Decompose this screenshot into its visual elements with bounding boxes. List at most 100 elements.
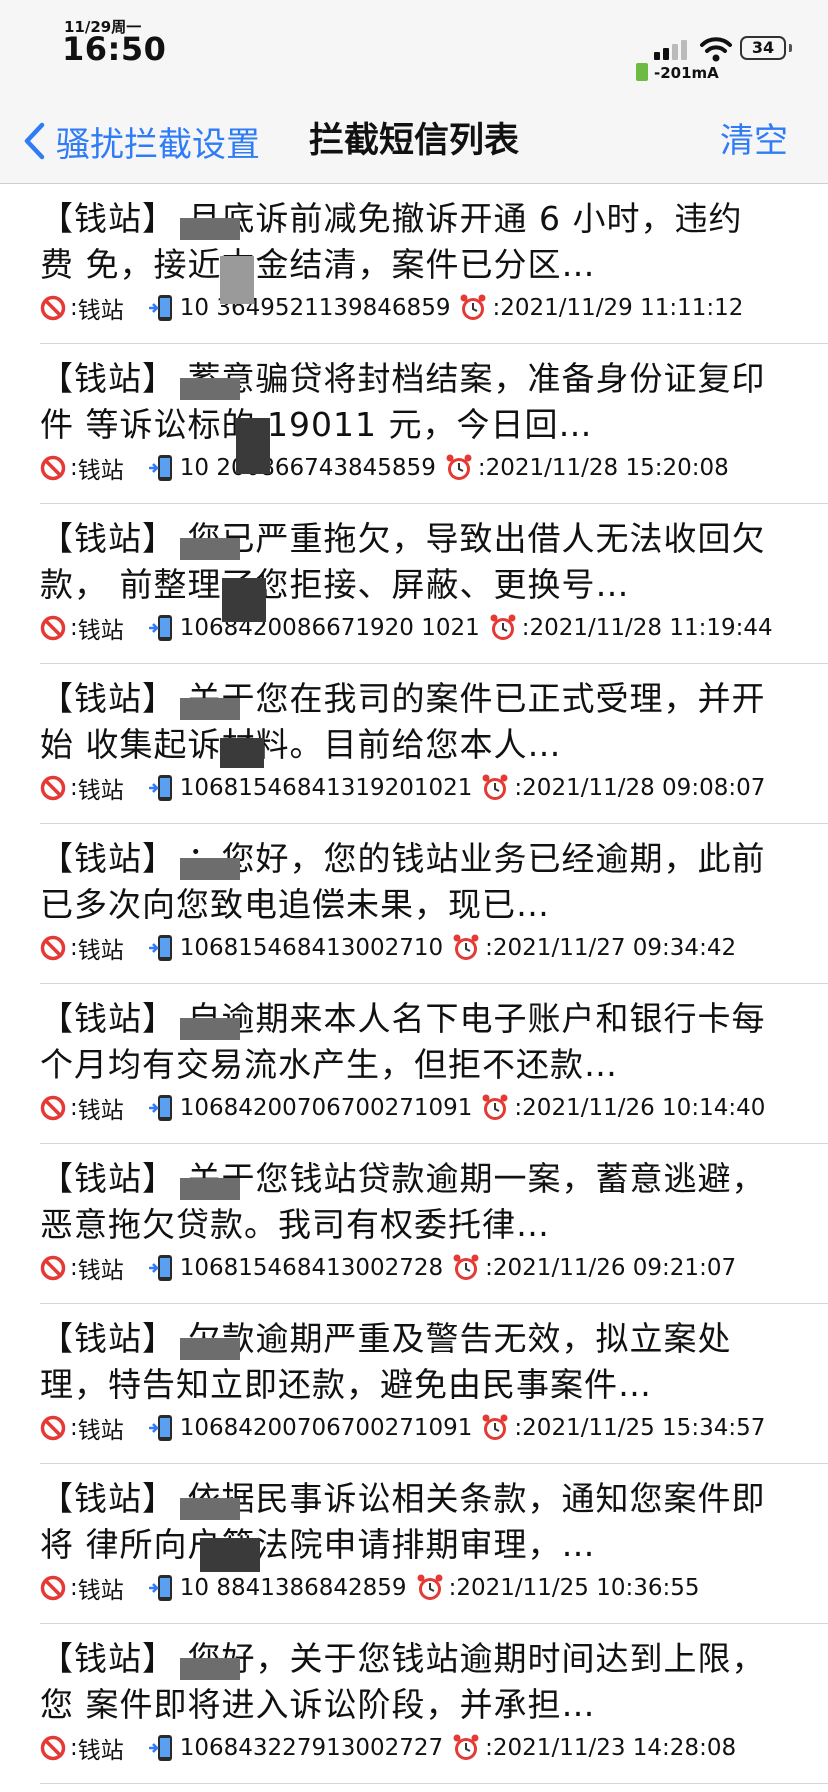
phone-icon — [148, 1095, 172, 1121]
battery-icon: 34 — [740, 36, 786, 60]
time-label: : — [492, 295, 501, 321]
status-bar: 11/29周一 16:50 34 -201mA — [0, 0, 828, 100]
sender-number: 10681546841319201021 — [179, 775, 473, 801]
list-item[interactable]: 【钱站】 关于您在我司的案件已正式受理，并开始 收集起诉材料。目前给您本人… :… — [40, 664, 828, 824]
list-item[interactable]: 【钱站】 您已严重拖欠，导致出借人无法收回欠款， 前整理了您拒接、屏蔽、更换号…… — [40, 504, 828, 664]
sender-name: 钱站 — [77, 778, 124, 804]
charging-icon — [636, 63, 648, 81]
phone-icon — [148, 1575, 172, 1601]
message-meta: : 钱站 10684200706700271091 : 2021/11/25 1… — [40, 1410, 765, 1446]
block-icon — [40, 1255, 66, 1281]
sender-label: : — [70, 935, 78, 961]
message-list: 【钱站】 月底诉前减免撤诉开通 6 小时，违约费 免，接近本金结清，案件已分区…… — [0, 184, 828, 1784]
alarm-clock-icon — [490, 614, 516, 640]
list-item[interactable]: 【钱站】 蓄意骗贷将封档结案，准备身份证复印件 等诉讼标的 19011 元，今日… — [40, 344, 828, 504]
phone-icon — [148, 1735, 172, 1761]
sender-number: 10684200706700271091 — [179, 1095, 473, 1121]
time-label: : — [448, 1575, 457, 1601]
message-meta: : 钱站 106815468413002710 : 2021/11/27 09:… — [40, 930, 736, 966]
message-text: 【钱站】 蓄意骗贷将封档结案，准备身份证复印件 等诉讼标的 19011 元，今日… — [40, 359, 766, 444]
time-label: : — [514, 775, 523, 801]
sender-name: 钱站 — [77, 1258, 124, 1284]
sender-label: : — [70, 1095, 78, 1121]
message-text: 【钱站】 关于您钱站贷款逾期一案，蓄意逃避， 恶意拖欠贷款。我司有权委托律… — [40, 1159, 766, 1244]
sender-name: 钱站 — [77, 458, 124, 484]
message-text: 【钱站】 欠款逾期严重及警告无效，拟立案处理，特告知立即还款，避免由民事案件… — [40, 1319, 732, 1404]
back-label: 骚扰拦截设置 — [56, 124, 260, 165]
message-meta: : 钱站 10 200866743845859 : 2021/11/28 15:… — [40, 450, 729, 486]
message-time: 2021/11/26 09:21:07 — [492, 1255, 737, 1281]
message-meta: : 钱站 106815468413002728 : 2021/11/26 09:… — [40, 1250, 736, 1286]
sender-number: 106815468413002728 — [179, 1255, 444, 1281]
phone-icon — [148, 615, 172, 641]
back-button[interactable]: 骚扰拦截设置 — [22, 116, 260, 166]
sender-name: 钱站 — [77, 938, 124, 964]
message-time: 2021/11/28 09:08:07 — [522, 775, 766, 801]
block-icon — [40, 615, 66, 641]
sender-label: : — [70, 1415, 78, 1441]
list-item[interactable]: 【钱站】 依据民事诉讼相关条款，通知您案件即将 律所向户籍法院申请排期审理，… … — [40, 1464, 828, 1624]
sender-name: 钱站 — [77, 1738, 124, 1764]
phone-icon — [148, 1255, 172, 1281]
time-label: : — [521, 615, 530, 641]
message-text: 【钱站】 月底诉前减免撤诉开通 6 小时，违约费 免，接近本金结清，案件已分区… — [40, 199, 743, 284]
alarm-clock-icon — [446, 454, 472, 480]
block-icon — [40, 295, 66, 321]
alarm-clock-icon — [453, 1254, 479, 1280]
sender-name: 钱站 — [77, 1578, 124, 1604]
clear-button[interactable]: 清空 — [720, 121, 788, 161]
list-item[interactable]: 【钱站】 自逾期来本人名下电子账户和银行卡每个月均有交易流水产生，但拒不还款… … — [40, 984, 828, 1144]
phone-icon — [148, 775, 172, 801]
message-meta: : 钱站 106843227913002727 : 2021/11/23 14:… — [40, 1730, 736, 1766]
alarm-clock-icon — [453, 934, 479, 960]
nav-bar: 骚扰拦截设置 拦截短信列表 清空 — [0, 100, 828, 184]
battery-tip — [789, 44, 792, 52]
message-text: 【钱站】 您已严重拖欠，导致出借人无法收回欠款， 前整理了您拒接、屏蔽、更换号… — [40, 519, 766, 604]
status-date: 11/29周一 — [64, 18, 142, 36]
phone-icon — [148, 455, 172, 481]
message-time: 2021/11/27 09:34:42 — [492, 935, 737, 961]
alarm-clock-icon — [460, 294, 486, 320]
sender-label: : — [70, 455, 78, 481]
time-label: : — [485, 1255, 493, 1281]
sender-number: 106815468413002710 — [179, 935, 444, 961]
time-label: : — [514, 1095, 523, 1121]
list-item[interactable]: 【钱站】 您好，关于您钱站逾期时间达到上限，您 案件即将进入诉讼阶段，并承担… … — [40, 1624, 828, 1784]
signal-icon — [654, 38, 690, 60]
sender-label: : — [70, 295, 78, 321]
sender-name: 钱站 — [77, 298, 124, 324]
list-item[interactable]: 【钱站】 关于您钱站贷款逾期一案，蓄意逃避， 恶意拖欠贷款。我司有权委托律… :… — [40, 1144, 828, 1304]
list-item[interactable]: 【钱站】 欠款逾期严重及警告无效，拟立案处理，特告知立即还款，避免由民事案件… … — [40, 1304, 828, 1464]
sender-name: 钱站 — [77, 1418, 124, 1444]
wifi-icon — [700, 37, 732, 62]
message-text: 【钱站】 自逾期来本人名下电子账户和银行卡每个月均有交易流水产生，但拒不还款… — [40, 999, 766, 1084]
message-meta: : 钱站 10 8841386842859 : 2021/11/25 10:36… — [40, 1570, 700, 1606]
phone-icon — [148, 935, 172, 961]
block-icon — [40, 935, 66, 961]
phone-icon — [148, 1415, 172, 1441]
sender-label: : — [70, 1255, 78, 1281]
sender-number: 10 8841386842859 — [179, 1575, 407, 1601]
sender-label: : — [70, 615, 78, 641]
status-current: -201mA — [654, 64, 719, 82]
message-text: 【钱站】 您好，关于您钱站逾期时间达到上限，您 案件即将进入诉讼阶段，并承担… — [40, 1639, 766, 1724]
status-time: 16:50 — [62, 30, 167, 68]
alarm-clock-icon — [482, 774, 508, 800]
time-label: : — [514, 1415, 523, 1441]
message-text: 【钱站】 依据民事诉讼相关条款，通知您案件即将 律所向户籍法院申请排期审理，… — [40, 1479, 766, 1564]
message-meta: : 钱站 10681546841319201021 : 2021/11/28 0… — [40, 770, 765, 806]
alarm-clock-icon — [482, 1414, 508, 1440]
sender-number: 10684200706700271091 — [179, 1415, 473, 1441]
list-item[interactable]: 【钱站】 月底诉前减免撤诉开通 6 小时，违约费 免，接近本金结清，案件已分区…… — [40, 184, 828, 344]
sender-number: 106843227913002727 — [179, 1735, 444, 1761]
list-item[interactable]: 【钱站】 ：您好，您的钱站业务已经逾期，此前 已多次向您致电追偿未果，现已… :… — [40, 824, 828, 984]
message-text: 【钱站】 关于您在我司的案件已正式受理，并开始 收集起诉材料。目前给您本人… — [40, 679, 766, 764]
sender-name: 钱站 — [77, 1098, 124, 1124]
alarm-clock-icon — [453, 1734, 479, 1760]
alarm-clock-icon — [417, 1574, 443, 1600]
sender-name: 钱站 — [77, 618, 124, 644]
message-time: 2021/11/26 10:14:40 — [522, 1095, 766, 1121]
message-time: 2021/11/23 14:28:08 — [492, 1735, 737, 1761]
block-icon — [40, 1735, 66, 1761]
phone-icon — [148, 295, 172, 321]
